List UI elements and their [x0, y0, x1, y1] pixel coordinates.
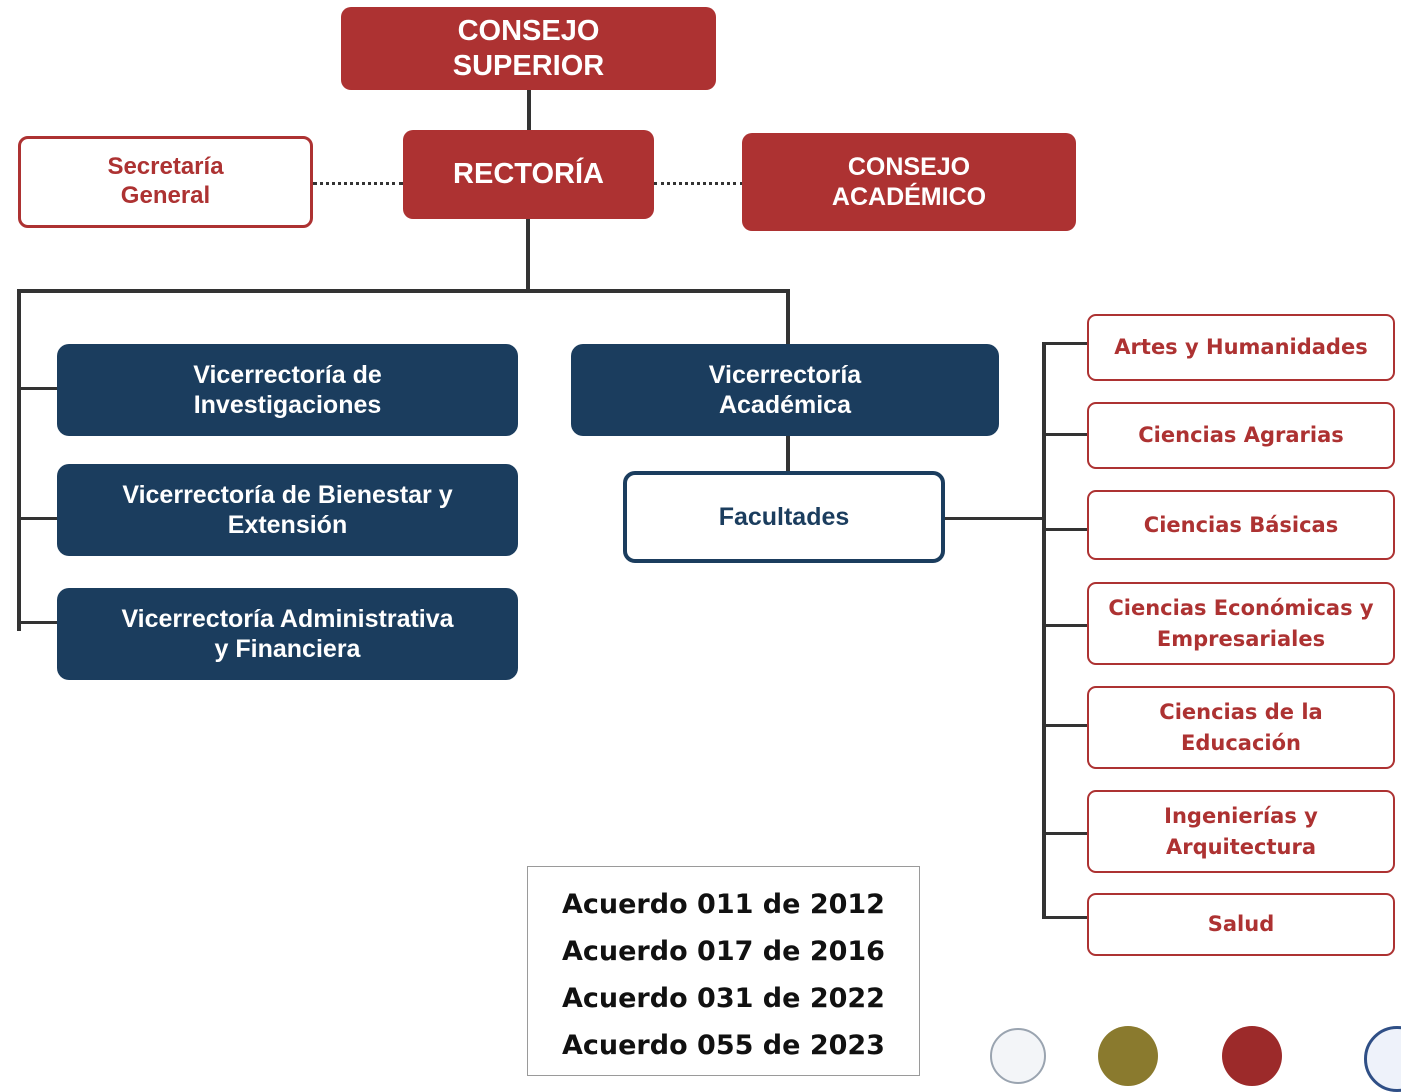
connector-academica-facultades	[786, 434, 790, 472]
facultad-label: Ciencias Agrarias	[1138, 423, 1344, 448]
seal-logo-1	[990, 1028, 1046, 1084]
connector-rectoria-down	[526, 219, 530, 291]
vicerrectoria-academica-box: Vicerrectoría Académica	[571, 344, 999, 436]
facultad-salud: Salud	[1087, 893, 1395, 956]
dotted-connector-secretaria	[313, 182, 403, 185]
seal-logo-3	[1222, 1026, 1282, 1086]
secretaria-general-box: Secretaría General	[18, 136, 313, 228]
facultades-label: Facultades	[718, 503, 850, 531]
secretaria-general-label: Secretaría General	[107, 153, 224, 209]
facultad-ciencias-educacion: Ciencias de la Educación	[1087, 686, 1395, 769]
facultad-ciencias-basicas: Ciencias Básicas	[1087, 490, 1395, 560]
connector-fac-4	[1042, 624, 1089, 627]
connector-facultades-right	[944, 517, 1044, 520]
vicerrectoria-investigaciones-box: Vicerrectoría de Investigaciones	[57, 344, 518, 436]
facultad-label: Salud	[1207, 912, 1275, 937]
connector-fac-5	[1042, 724, 1089, 727]
consejo-superior-box: CONSEJO SUPERIOR	[341, 7, 716, 90]
consejo-academico-label: CONSEJO ACADÉMICO	[831, 153, 987, 211]
acuerdos-box: Acuerdo 011 de 2012 Acuerdo 017 de 2016 …	[527, 866, 920, 1076]
seal-logo-2	[1098, 1026, 1158, 1086]
rectoria-label: RECTORÍA	[453, 158, 604, 191]
acuerdo-line: Acuerdo 011 de 2012	[562, 889, 885, 920]
facultad-ingenierias-arquitectura: Ingenierías y Arquitectura	[1087, 790, 1395, 873]
rectoria-box: RECTORÍA	[403, 130, 654, 219]
connector-facultades-vertical	[1042, 342, 1046, 919]
acuerdo-line: Acuerdo 055 de 2023	[562, 1030, 885, 1061]
vicerrectoria-investigaciones-label: Vicerrectoría de Investigaciones	[193, 361, 382, 419]
vicerrectoria-administrativa-box: Vicerrectoría Administrativa y Financier…	[57, 588, 518, 680]
facultades-box: Facultades	[623, 471, 945, 563]
connector-fac-1	[1042, 342, 1089, 345]
facultad-label: Ciencias Básicas	[1143, 512, 1339, 537]
connector-academica-down	[786, 289, 790, 346]
facultad-ciencias-economicas: Ciencias Económicas y Empresariales	[1087, 582, 1395, 665]
connector-fac-7	[1042, 916, 1089, 919]
connector-branch-administrativa	[17, 621, 58, 624]
facultad-label: Ciencias Económicas y Empresariales	[1108, 596, 1374, 651]
consejo-superior-label: CONSEJO SUPERIOR	[452, 14, 605, 82]
connector-branch-investigaciones	[17, 387, 58, 390]
acuerdo-line: Acuerdo 031 de 2022	[562, 983, 885, 1014]
vicerrectoria-bienestar-box: Vicerrectoría de Bienestar y Extensión	[57, 464, 518, 556]
facultad-label: Ingenierías y Arquitectura	[1164, 804, 1318, 859]
vicerrectoria-bienestar-label: Vicerrectoría de Bienestar y Extensión	[122, 481, 453, 539]
seal-logo-4	[1364, 1026, 1401, 1092]
facultad-artes-humanidades: Artes y Humanidades	[1087, 314, 1395, 381]
facultad-label: Ciencias de la Educación	[1159, 700, 1323, 755]
vicerrectoria-administrativa-label: Vicerrectoría Administrativa y Financier…	[121, 605, 454, 663]
consejo-academico-box: CONSEJO ACADÉMICO	[742, 133, 1076, 231]
connector-fac-2	[1042, 433, 1089, 436]
connector-fac-6	[1042, 832, 1089, 835]
connector-superior-rectoria	[527, 90, 531, 132]
connector-fac-3	[1042, 528, 1089, 531]
connector-left-vertical	[17, 289, 21, 631]
dotted-connector-consejo-academico	[654, 182, 743, 185]
connector-branch-bienestar	[17, 517, 58, 520]
acuerdo-line: Acuerdo 017 de 2016	[562, 936, 885, 967]
connector-horizontal-main	[17, 289, 790, 293]
vicerrectoria-academica-label: Vicerrectoría Académica	[708, 361, 862, 419]
facultad-ciencias-agrarias: Ciencias Agrarias	[1087, 402, 1395, 469]
facultad-label: Artes y Humanidades	[1114, 335, 1368, 360]
